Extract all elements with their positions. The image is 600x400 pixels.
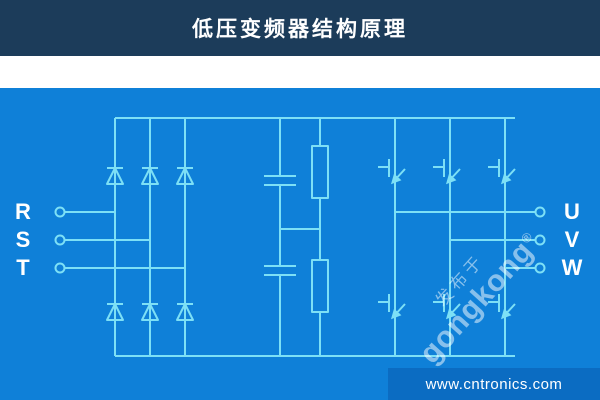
rectifier-bridge xyxy=(106,118,194,356)
header-separator xyxy=(0,56,600,88)
igbt-icon xyxy=(433,294,460,317)
igbt-icon xyxy=(488,294,515,317)
output-terminal xyxy=(534,206,546,218)
igbt-icon xyxy=(378,294,405,317)
output-label-w: W xyxy=(561,255,583,280)
inverter-bridge xyxy=(378,118,515,356)
input-terminal xyxy=(54,262,66,274)
circuit-diagram xyxy=(54,117,546,357)
input-terminal xyxy=(54,234,66,246)
igbt-icon xyxy=(378,159,405,182)
input-label-r: R xyxy=(15,199,31,224)
source-url: www.cntronics.com xyxy=(425,375,563,393)
output-terminal xyxy=(534,234,546,246)
capacitor-icon xyxy=(263,175,297,186)
igbt-icon xyxy=(488,159,515,182)
output-label-u: U xyxy=(564,199,580,224)
title-bar: 低压变频器结构原理 xyxy=(0,0,600,56)
resistor-icon xyxy=(311,145,329,199)
input-label-s: S xyxy=(15,227,31,252)
dc-link xyxy=(263,118,329,356)
input-lines xyxy=(54,206,185,274)
output-lines xyxy=(395,206,546,274)
igbt-icon xyxy=(433,159,460,182)
page-title: 低压变频器结构原理 xyxy=(192,18,408,41)
input-terminal xyxy=(54,206,66,218)
output-label-v: V xyxy=(564,227,580,252)
diagram-area: R S T U V W 发布于 gongkong® www.cntronics.… xyxy=(0,88,600,400)
output-terminal xyxy=(534,262,546,274)
resistor-icon xyxy=(311,259,329,313)
capacitor-icon xyxy=(263,265,297,276)
input-label-t: T xyxy=(16,255,30,280)
source-url-bar: www.cntronics.com xyxy=(388,368,600,400)
dc-bus xyxy=(115,117,515,357)
